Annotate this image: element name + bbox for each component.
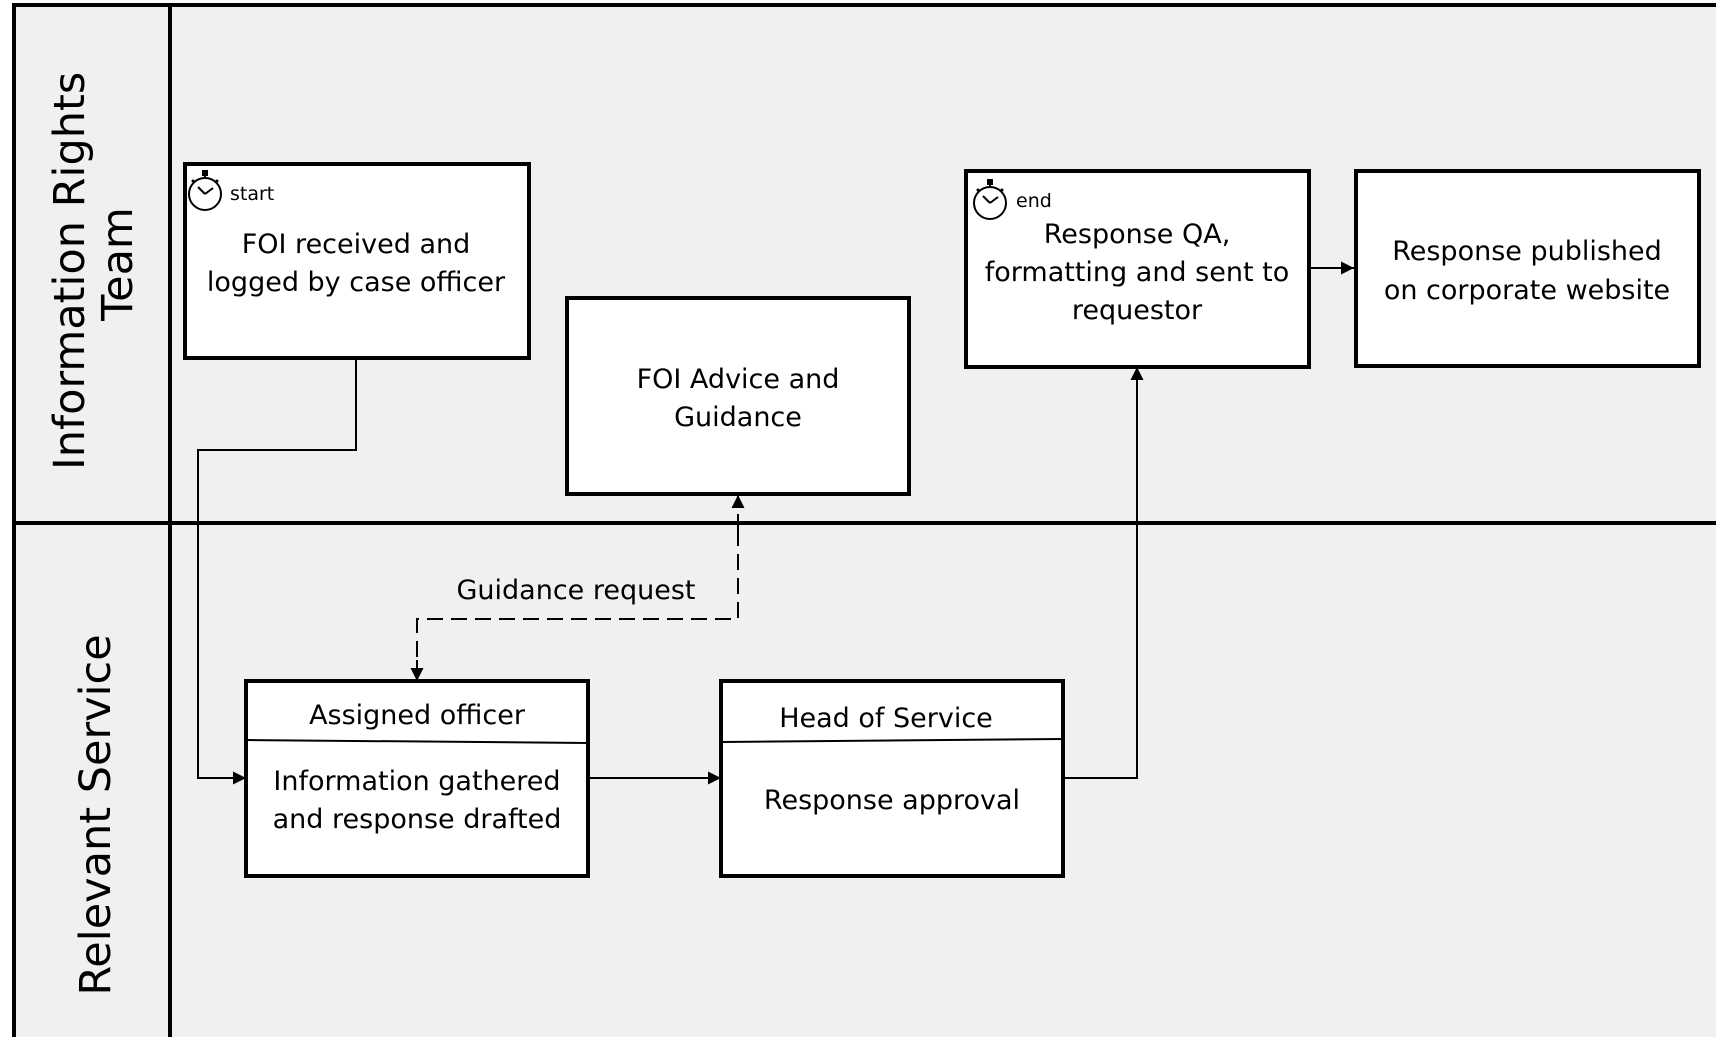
lane-label-line: Relevant Service [71, 634, 121, 995]
node-label-line: requestor [1072, 295, 1203, 326]
node-label-line: FOI Advice and [637, 364, 840, 395]
node-header: Head of Service [779, 703, 993, 734]
node-label-line: Response approval [764, 785, 1020, 816]
lane-label-line: Team [93, 207, 143, 322]
node-head-of-service[interactable]: Head of Service Response approval [719, 679, 1065, 878]
node-label-line: Information gathered [273, 766, 560, 797]
node-label-line: and response drafted [273, 804, 562, 835]
node-response-qa[interactable]: end Response QA, formatting and sent to … [964, 169, 1311, 369]
guidance-request-label: Guidance request [456, 575, 695, 606]
node-label-line: Response published [1392, 236, 1662, 267]
connectors: Guidance request [197, 261, 1354, 785]
edge-head-to-qa [1064, 367, 1144, 779]
node-response-published[interactable]: Response published on corporate website [1354, 169, 1701, 368]
node-box [565, 296, 911, 496]
node-label-line: formatting and sent to [985, 257, 1289, 288]
node-assigned-officer[interactable]: Assigned officer Information gathered an… [244, 679, 590, 878]
start-tag: start [230, 183, 274, 205]
node-label-line: FOI received and [242, 229, 471, 260]
node-box [1354, 169, 1701, 368]
stopwatch-icon [188, 170, 222, 211]
lane-label-information-rights-team: Information Rights Team [45, 58, 143, 470]
node-box [244, 679, 590, 878]
node-foi-advice[interactable]: FOI Advice and Guidance [565, 296, 911, 496]
swimlane-pool [12, 3, 1716, 1037]
node-label-line: Response QA, [1044, 219, 1231, 250]
edge-received-to-assigned [197, 358, 357, 785]
node-box [719, 679, 1065, 878]
node-foi-received[interactable]: start FOI received and logged by case of… [183, 162, 531, 360]
node-label-line: logged by case officer [207, 267, 506, 298]
node-header: Assigned officer [309, 700, 526, 731]
node-label-line: Guidance [674, 402, 802, 433]
edge-guidance-request [416, 530, 739, 678]
node-header-divider [720, 738, 1064, 743]
lane-label-relevant-service: Relevant Service [71, 634, 121, 995]
lane-label-line: Information Rights [45, 72, 95, 470]
node-box [183, 162, 531, 360]
node-label-line: on corporate website [1384, 275, 1670, 306]
end-tag: end [1016, 190, 1052, 212]
node-box [964, 169, 1311, 369]
node-header-divider [245, 739, 589, 744]
stopwatch-icon [973, 179, 1007, 220]
